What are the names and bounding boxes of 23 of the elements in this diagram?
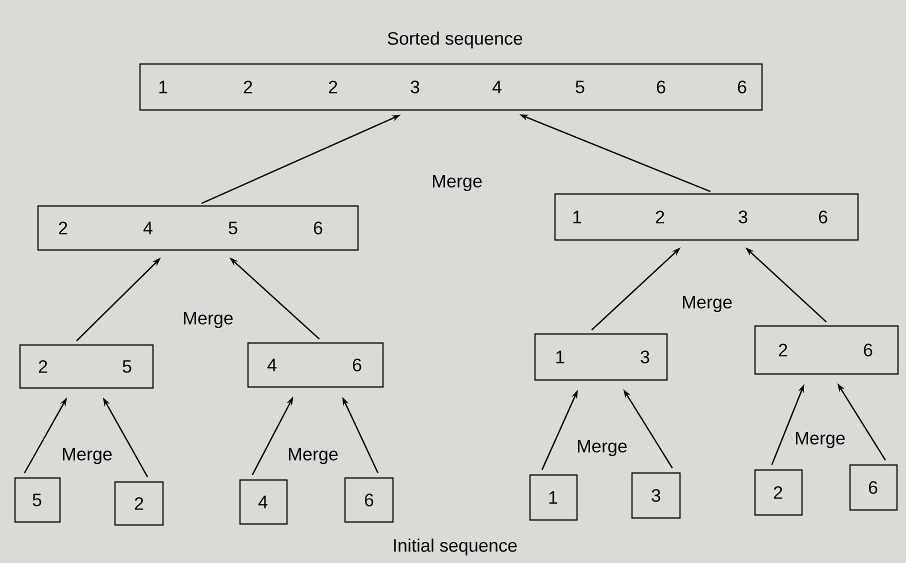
number-box: 1 2 2 3 4 5 6 6: [139, 63, 763, 111]
number-box: 1: [529, 474, 578, 521]
merge-label: Merge: [682, 296, 732, 312]
merge-label: Merge: [432, 174, 482, 192]
number-box: 1 3: [534, 333, 668, 381]
merge-label: Merge: [184, 312, 233, 328]
heading: Initial sequence: [394, 538, 517, 556]
number-box: 3: [631, 472, 681, 519]
number-box: 4 6: [247, 342, 384, 388]
number-box: 2: [114, 481, 164, 526]
number-box: 4: [239, 479, 288, 525]
number-box: 1 2 3 6: [554, 193, 859, 241]
number-box: 2: [754, 469, 803, 516]
merge-label: Merge: [288, 448, 338, 464]
merge-label: Merge: [796, 432, 845, 448]
merge-label: Merge: [578, 440, 627, 456]
number-box: 2 4 5 6: [37, 205, 359, 251]
number-box: 2 5: [19, 344, 154, 389]
merge-label: Merge: [62, 448, 112, 464]
number-box: 2 6: [754, 325, 899, 375]
number-box: 6: [344, 477, 394, 523]
number-box: 5: [14, 477, 61, 523]
number-box: 6: [849, 464, 898, 511]
